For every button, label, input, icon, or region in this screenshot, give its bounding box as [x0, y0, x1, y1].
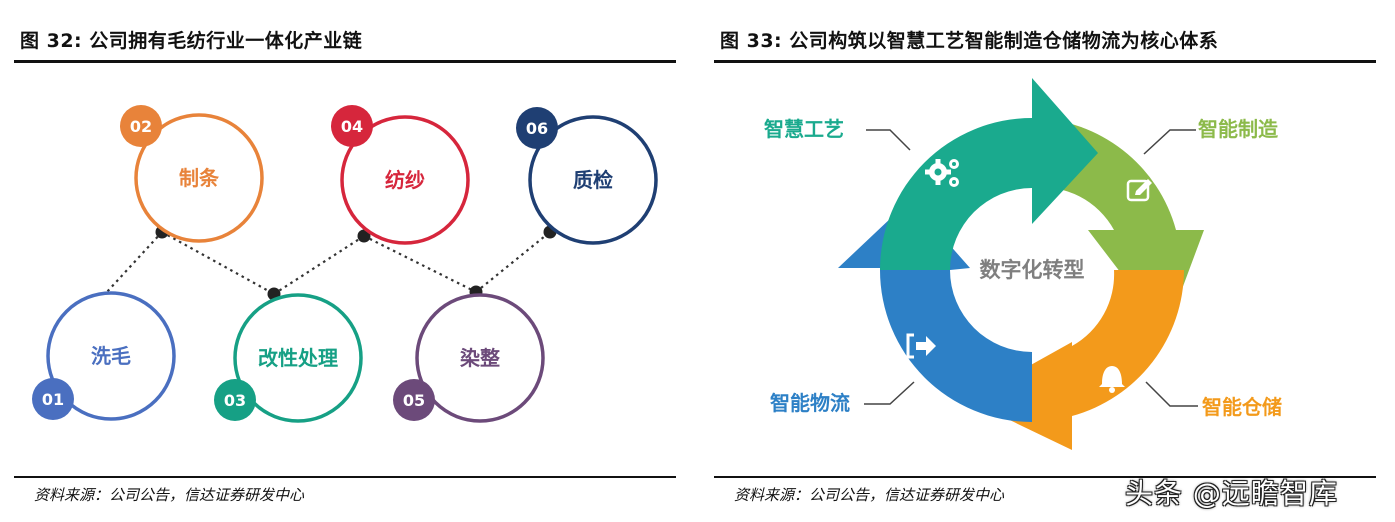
title-divider — [714, 60, 1376, 63]
figure-33-source: 资料来源：公司公告，信达证券研发中心 — [734, 486, 1005, 504]
step-label-04: 纺纱 — [385, 168, 425, 192]
figure-33-title: 图 33: 公司构筑以智慧工艺智能制造仓储物流为核心体系 — [720, 30, 1219, 52]
label-smart-manufacturing: 智能制造 — [1198, 117, 1279, 141]
step-05: 05 染整 — [393, 293, 545, 423]
source-divider — [714, 476, 1376, 478]
step-number-06: 06 — [526, 119, 548, 138]
step-label-06: 质检 — [573, 168, 613, 192]
step-number-05: 05 — [403, 391, 425, 410]
step-01: 01 洗毛 — [32, 291, 176, 421]
step-06: 06 质检 — [516, 107, 658, 245]
leader-lines — [864, 129, 1198, 407]
step-04: 04 纺纱 — [331, 105, 470, 245]
bell-icon — [1099, 366, 1125, 393]
figure-32-panel: 图 32: 公司拥有毛纺行业一体化产业链 02 制条 — [14, 0, 676, 522]
cycle-segment-smart-process — [880, 78, 1098, 270]
step-03: 03 改性处理 — [214, 293, 363, 423]
watermark: 头条 @远瞻智库 — [1125, 477, 1338, 510]
step-label-03: 改性处理 — [258, 346, 338, 370]
step-number-03: 03 — [224, 391, 246, 410]
step-badge-05 — [393, 379, 435, 421]
step-02: 02 制条 — [120, 105, 264, 243]
digital-transformation-cycle: 数字化转型 — [764, 78, 1282, 450]
step-badge-01 — [32, 378, 74, 420]
step-number-01: 01 — [42, 390, 64, 409]
step-badge-02 — [120, 105, 162, 147]
step-number-04: 04 — [341, 117, 363, 136]
figure-32-title: 图 32: 公司拥有毛纺行业一体化产业链 — [20, 30, 363, 52]
figure-33-panel: 图 33: 公司构筑以智慧工艺智能制造仓储物流为核心体系 数字化转型 — [714, 0, 1376, 522]
label-smart-logistics: 智能物流 — [770, 391, 850, 415]
step-label-05: 染整 — [460, 346, 500, 370]
edit-icon — [1126, 179, 1152, 202]
step-label-02: 制条 — [179, 166, 220, 190]
label-smart-process: 智慧工艺 — [764, 117, 844, 141]
figure-32-source: 资料来源：公司公告，信达证券研发中心 — [34, 486, 305, 504]
connector-lines — [105, 231, 551, 295]
step-badge-03 — [214, 379, 256, 421]
step-number-02: 02 — [130, 117, 152, 136]
step-badge-06 — [516, 107, 558, 149]
gears-icon — [925, 159, 959, 187]
step-badge-04 — [331, 105, 373, 147]
exit-icon — [906, 333, 936, 359]
center-label: 数字化转型 — [980, 258, 1085, 282]
source-divider — [14, 476, 676, 478]
label-smart-warehousing: 智能仓储 — [1202, 395, 1282, 419]
industry-chain-diagram: 02 制条 04 纺纱 06 质检 01 洗毛 03 — [32, 105, 658, 423]
title-divider — [14, 60, 676, 63]
step-label-01: 洗毛 — [91, 344, 131, 368]
